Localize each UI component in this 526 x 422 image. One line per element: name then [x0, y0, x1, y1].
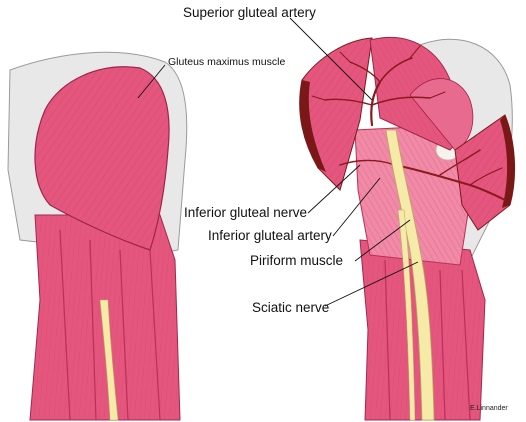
label-inferior-gluteal-artery: Inferior gluteal artery — [208, 229, 332, 243]
label-piriform-muscle: Piriform muscle — [250, 254, 343, 268]
label-gluteus-maximus-muscle: Gluteus maximus muscle — [168, 57, 285, 68]
artist-credit: E.Linnander — [470, 405, 508, 412]
left-view — [8, 52, 187, 420]
label-sciatic-nerve: Sciatic nerve — [252, 301, 329, 315]
label-inferior-gluteal-nerve: Inferior gluteal nerve — [184, 206, 307, 220]
label-superior-gluteal-artery: Superior gluteal artery — [183, 6, 316, 20]
